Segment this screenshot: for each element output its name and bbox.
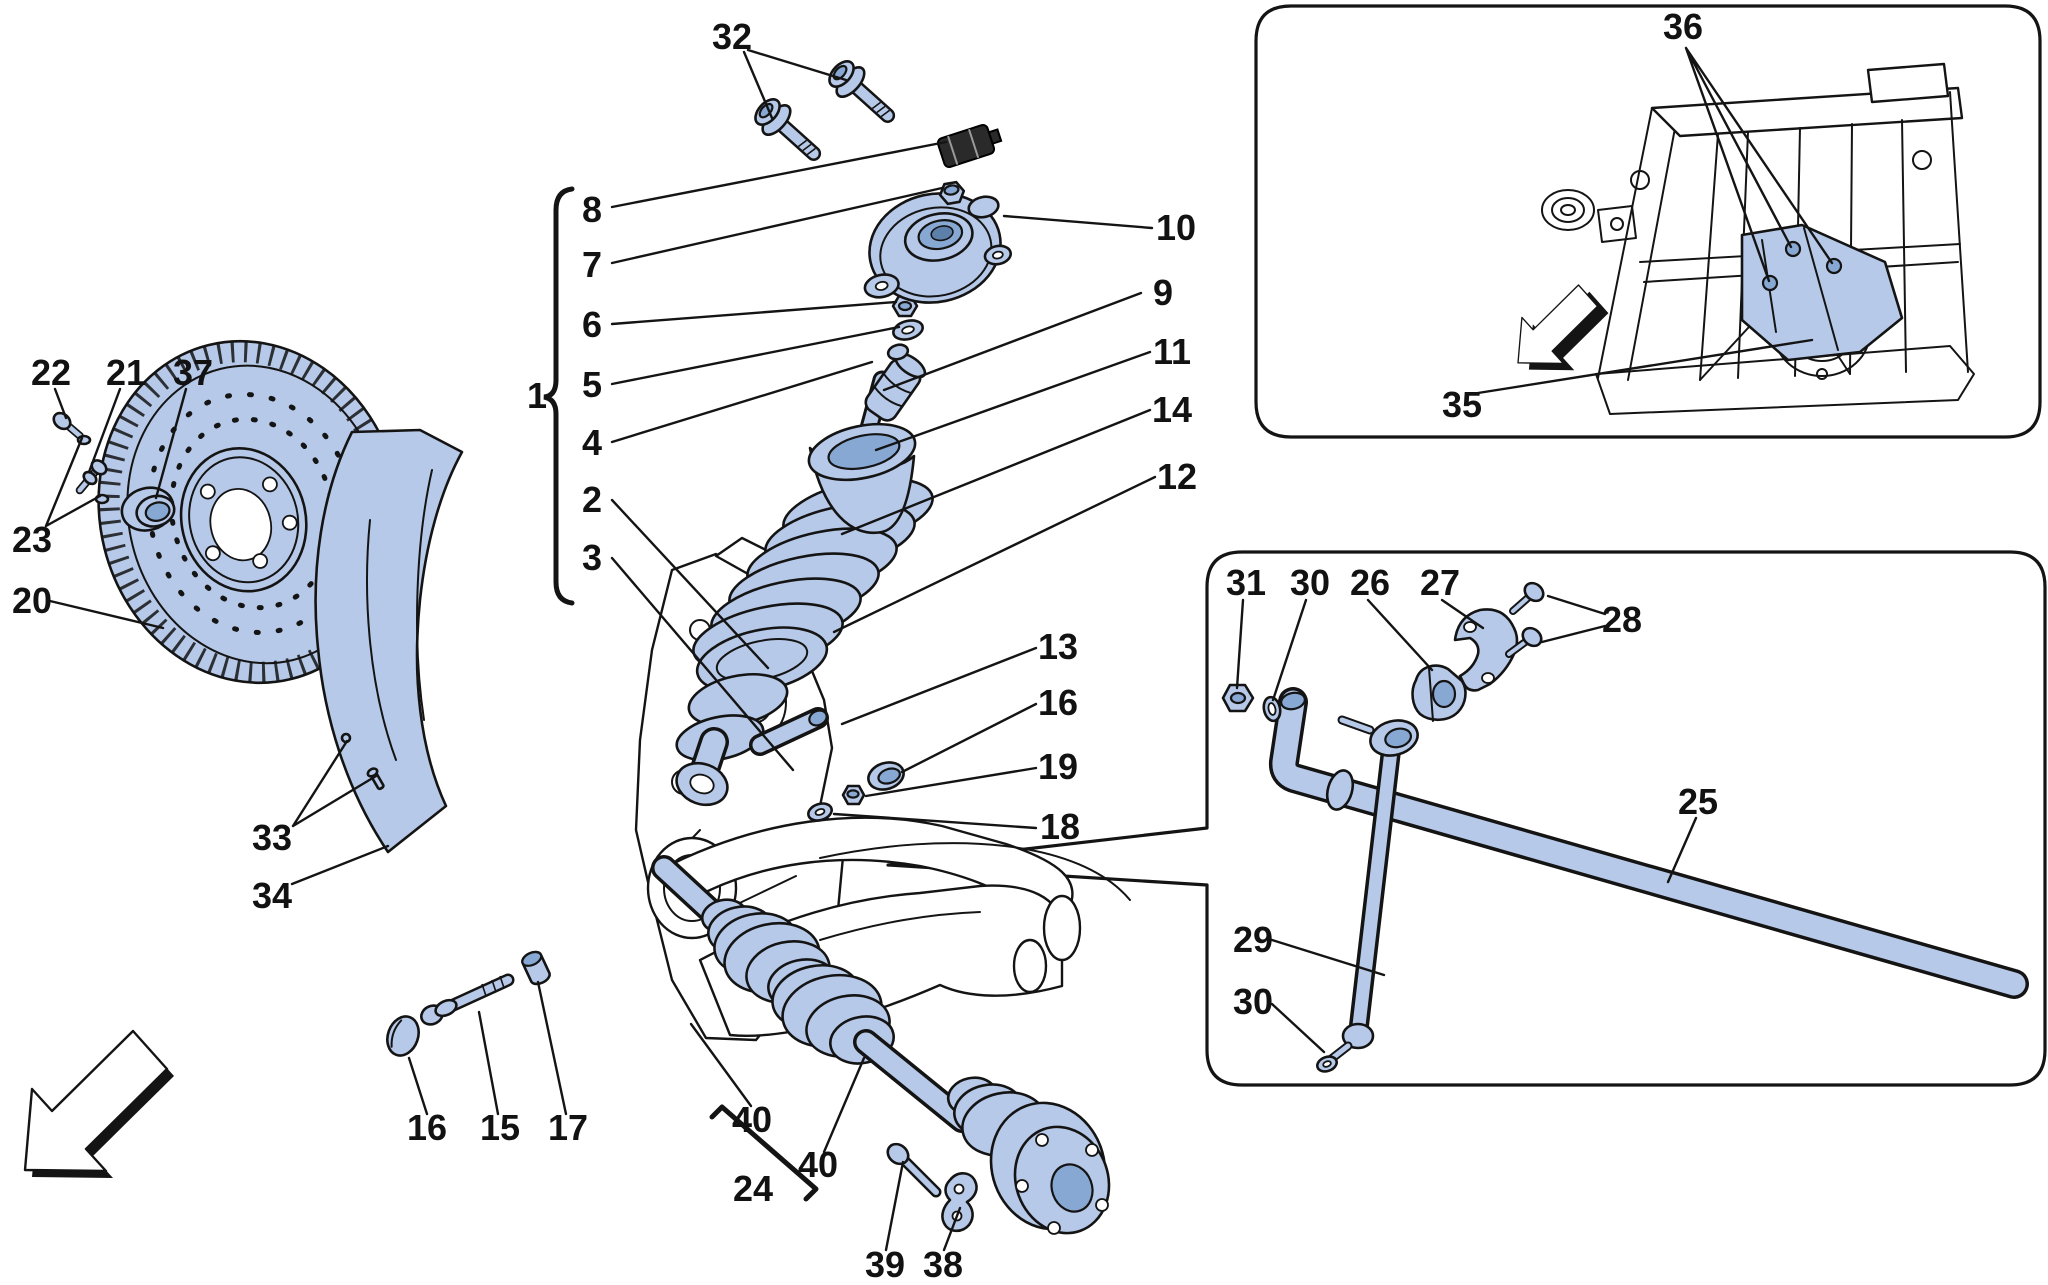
part-label-36: 36 (1662, 6, 1704, 47)
part-label-29: 29 (1232, 919, 1274, 960)
part-label-17: 17 (547, 1107, 589, 1148)
bar-nut-31 (1221, 683, 1255, 713)
part-label-27: 27 (1419, 562, 1461, 603)
part-label-34: 34 (251, 875, 293, 916)
part-label-7: 7 (581, 244, 603, 285)
part-label-18: 18 (1039, 806, 1081, 847)
main-direction-arrow-icon (23, 1029, 174, 1178)
shock-lower-eye (675, 761, 729, 807)
dust-boot-trumpet (807, 370, 917, 535)
part-label-23: 23 (11, 519, 53, 560)
shield-bolts-36 (1761, 240, 1843, 292)
part-label-37: 37 (172, 352, 214, 393)
top-mount-10 (863, 192, 1012, 304)
part-label-16b: 16 (1037, 682, 1079, 723)
part-label-24: 24 (732, 1168, 774, 1209)
bolt-15 (420, 973, 515, 1026)
part-label-20: 20 (11, 580, 53, 621)
bushing-19 (841, 784, 866, 806)
link-washer-30 (1316, 1055, 1338, 1073)
group-1-brace (543, 186, 575, 606)
part-label-16a: 16 (406, 1107, 448, 1148)
top-nut-7 (938, 180, 966, 206)
washer-18 (807, 802, 833, 822)
spacer-17 (521, 950, 551, 986)
retainer-clip-8 (936, 124, 1003, 168)
part-label-11: 11 (1152, 331, 1192, 372)
part-label-19: 19 (1037, 746, 1079, 787)
anti-roll-bar-25 (1268, 687, 2029, 999)
cap-16 (386, 1015, 420, 1057)
part-label-10: 10 (1155, 207, 1197, 248)
part-label-4: 4 (581, 422, 603, 463)
part-label-39: 39 (864, 1244, 906, 1285)
bump-stop-4 (864, 352, 927, 422)
bar-clamp-27 (1453, 608, 1519, 692)
part-label-33: 33 (251, 817, 293, 858)
part-label-21: 21 (105, 352, 147, 393)
inset-direction-arrow-icon (1517, 284, 1609, 371)
part-label-30a: 30 (1289, 562, 1331, 603)
part-label-25: 25 (1677, 781, 1719, 822)
bar-collar (1325, 769, 1355, 811)
part-label-35: 35 (1441, 384, 1483, 425)
cup-16 (867, 761, 905, 791)
bar-bushing-26 (1411, 664, 1467, 722)
dust-shield-34 (314, 428, 464, 854)
clamp-bolt-28-b (1505, 626, 1543, 658)
part-label-6: 6 (581, 304, 603, 345)
part-label-32: 32 (711, 16, 753, 57)
part-label-22: 22 (30, 352, 72, 393)
mount-bolt-32-right (828, 60, 896, 123)
part-label-26: 26 (1349, 562, 1391, 603)
lower-pin-13 (749, 707, 829, 756)
mount-bolt-32-left (754, 98, 822, 161)
chassis-frame-art (1476, 46, 1975, 415)
bar-washer-30 (1262, 695, 1282, 723)
part-label-30b: 30 (1232, 981, 1274, 1022)
retainer-plate-38 (941, 1172, 978, 1233)
part-label-40a: 40 (731, 1099, 773, 1140)
bleed-screw-21 (75, 459, 108, 495)
anti-roll-bar-group (1221, 581, 2029, 1073)
part-label-38: 38 (922, 1244, 964, 1285)
part-label-14: 14 (1151, 389, 1193, 430)
callout-lines (44, 48, 1157, 1252)
part-label-2: 2 (581, 479, 603, 520)
sensor-wire (819, 842, 1131, 901)
part-label-1: 1 (526, 375, 548, 416)
drive-shaft (853, 1029, 975, 1133)
axle-assembly-24 (651, 855, 1111, 1235)
grommet-37 (120, 486, 176, 532)
washer-5 (892, 319, 924, 341)
hub-bolt-39 (886, 1142, 942, 1198)
part-label-31: 31 (1225, 562, 1267, 603)
part-label-28: 28 (1601, 599, 1643, 640)
part-label-12: 12 (1156, 456, 1198, 497)
heat-shield-35 (1740, 223, 1904, 362)
group-24-bracket (709, 1104, 819, 1202)
part-label-3: 3 (581, 537, 603, 578)
part-label-40b: 40 (797, 1144, 839, 1185)
rod-cap (886, 343, 910, 361)
part-label-13: 13 (1037, 626, 1079, 667)
part-label-15: 15 (479, 1107, 521, 1148)
clamp-bolt-28-a (1509, 581, 1545, 615)
hub-flange (989, 1101, 1111, 1235)
part-label-5: 5 (581, 364, 603, 405)
drop-link-29 (1316, 715, 1419, 1073)
shock-absorber-assembly-1 (675, 124, 1012, 807)
part-label-8: 8 (581, 189, 603, 230)
part-label-9: 9 (1152, 272, 1174, 313)
